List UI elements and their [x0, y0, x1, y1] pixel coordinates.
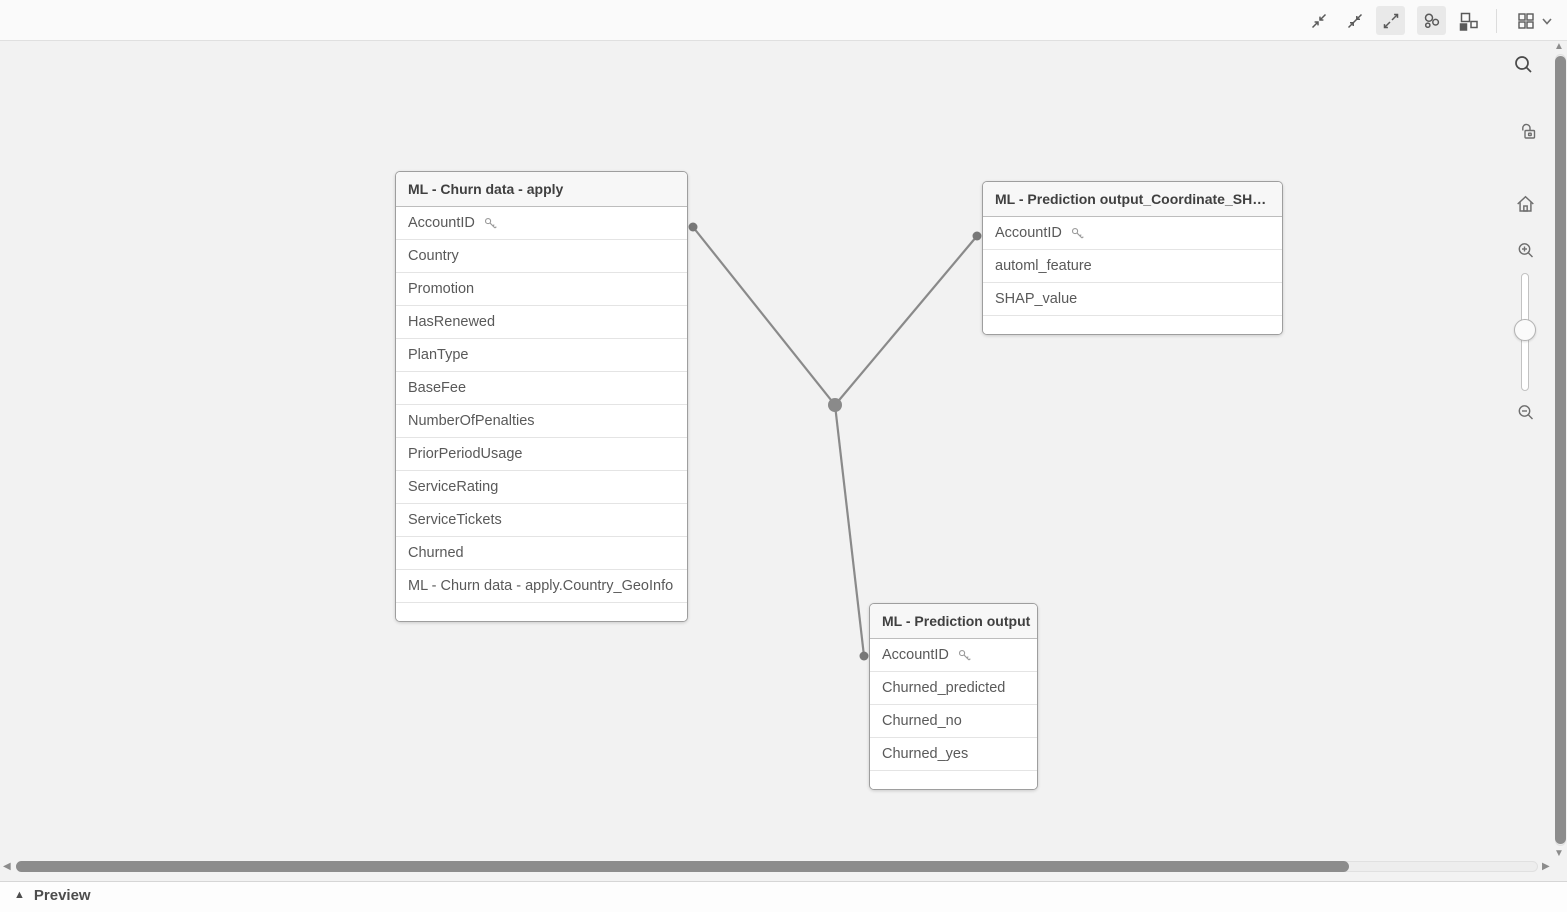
table-title[interactable]: ML - Prediction output — [870, 604, 1037, 639]
zoom-in-button[interactable] — [1513, 240, 1538, 265]
field-label: SHAP_value — [995, 291, 1078, 307]
field-label: automl_feature — [995, 258, 1092, 274]
preview-toggle-button[interactable]: ▲ Preview — [14, 887, 91, 904]
zoom-slider-handle[interactable] — [1514, 319, 1536, 341]
preview-label: Preview — [33, 887, 91, 904]
field-row[interactable]: Country — [396, 240, 687, 273]
field-label: BaseFee — [408, 380, 467, 396]
key-icon — [483, 216, 498, 231]
internal-table-view-icon — [1422, 11, 1442, 31]
field-row[interactable]: PriorPeriodUsage — [396, 438, 687, 471]
h-scrollbar-thumb[interactable] — [16, 861, 1349, 872]
field-row[interactable]: PlanType — [396, 339, 687, 372]
preview-bar: ▲ Preview — [0, 881, 1567, 912]
search-button[interactable] — [1510, 54, 1537, 81]
h-scroll-left-arrow[interactable]: ◀ — [3, 861, 11, 872]
field-row[interactable]: Churned_no — [870, 705, 1037, 738]
source-table-view-icon — [1458, 11, 1478, 31]
field-row[interactable]: BaseFee — [396, 372, 687, 405]
association-connectors — [688, 222, 982, 661]
key-icon — [1070, 226, 1085, 241]
toolbar-separator — [1496, 8, 1497, 33]
field-row[interactable]: ML - Churn data - apply.Country_GeoInfo — [396, 570, 687, 603]
field-label: Promotion — [408, 281, 475, 297]
unlock-icon — [1516, 119, 1540, 146]
field-row[interactable]: AccountID — [396, 207, 687, 240]
collapse-links-button[interactable] — [1340, 6, 1369, 35]
lock-toggle-button[interactable] — [1514, 119, 1541, 146]
connector-dot — [688, 222, 698, 232]
association-junction-dot[interactable] — [828, 398, 842, 412]
expand-all-button[interactable] — [1376, 6, 1405, 35]
field-label: ML - Churn data - apply.Country_GeoInfo — [408, 578, 674, 594]
association-line[interactable] — [834, 235, 978, 406]
triangle-up-icon: ▲ — [14, 889, 25, 901]
zoom-out-button[interactable] — [1513, 402, 1538, 427]
field-row[interactable]: AccountID — [870, 639, 1037, 672]
collapse-all-button[interactable] — [1304, 6, 1333, 35]
field-row[interactable]: Churned_predicted — [870, 672, 1037, 705]
v-scroll-down-arrow[interactable]: ▼ — [1554, 848, 1564, 859]
field-label: HasRenewed — [408, 314, 496, 330]
table-title[interactable]: ML - Churn data - apply — [396, 172, 687, 207]
collapse-links-icon — [1345, 11, 1365, 31]
v-scroll-up-arrow[interactable]: ▲ — [1554, 41, 1564, 52]
field-row[interactable]: NumberOfPenalties — [396, 405, 687, 438]
field-label: AccountID — [408, 215, 475, 231]
field-label: Churned_no — [882, 713, 962, 729]
field-label: Country — [408, 248, 459, 264]
field-row[interactable]: AccountID — [983, 217, 1282, 250]
key-icon — [957, 648, 972, 663]
home-icon — [1513, 191, 1538, 219]
table-footer — [396, 603, 687, 621]
field-row[interactable]: Churned — [396, 537, 687, 570]
source-table-view-button[interactable] — [1453, 6, 1482, 35]
search-icon — [1511, 53, 1537, 82]
connector-dot — [859, 651, 869, 661]
field-label: Churned — [408, 545, 464, 561]
connector-dot — [972, 231, 982, 241]
field-label: Churned_yes — [882, 746, 969, 762]
home-button[interactable] — [1512, 191, 1539, 218]
chevron-down-icon — [1541, 15, 1553, 27]
field-label: PriorPeriodUsage — [408, 446, 523, 462]
field-row[interactable]: Churned_yes — [870, 738, 1037, 771]
table-churn-data-apply[interactable]: ML - Churn data - apply AccountID Countr… — [395, 171, 688, 622]
zoom-out-icon — [1515, 402, 1537, 427]
field-label: Churned_predicted — [882, 680, 1006, 696]
collapse-all-icon — [1309, 11, 1329, 31]
layout-menu-button[interactable] — [1511, 6, 1557, 35]
field-row[interactable]: SHAP_value — [983, 283, 1282, 316]
field-row[interactable]: HasRenewed — [396, 306, 687, 339]
field-row[interactable]: Promotion — [396, 273, 687, 306]
h-scroll-right-arrow[interactable]: ▶ — [1542, 861, 1550, 872]
toolbar-button-group — [1304, 6, 1557, 35]
field-label: ServiceTickets — [408, 512, 502, 528]
expand-all-icon — [1381, 11, 1401, 31]
field-label: NumberOfPenalties — [408, 413, 535, 429]
table-prediction-output-coordinate[interactable]: ML - Prediction output_Coordinate_SH… Ac… — [982, 181, 1283, 335]
v-scrollbar-thumb[interactable] — [1555, 56, 1566, 844]
grid-layout-icon — [1516, 11, 1536, 31]
field-label: PlanType — [408, 347, 469, 363]
field-label: AccountID — [882, 647, 949, 663]
model-canvas[interactable]: ML - Churn data - apply AccountID Countr… — [0, 41, 1567, 881]
table-prediction-output[interactable]: ML - Prediction output AccountID Churned… — [869, 603, 1038, 790]
field-row[interactable]: ServiceTickets — [396, 504, 687, 537]
zoom-in-icon — [1515, 240, 1537, 265]
internal-table-view-button[interactable] — [1417, 6, 1446, 35]
association-line[interactable] — [833, 404, 866, 657]
top-toolbar — [0, 0, 1567, 41]
association-line[interactable] — [692, 226, 836, 406]
table-title[interactable]: ML - Prediction output_Coordinate_SH… — [983, 182, 1282, 217]
field-row[interactable]: ServiceRating — [396, 471, 687, 504]
field-label: AccountID — [995, 225, 1062, 241]
field-row[interactable]: automl_feature — [983, 250, 1282, 283]
table-footer — [870, 771, 1037, 789]
table-footer — [983, 316, 1282, 334]
field-label: ServiceRating — [408, 479, 499, 495]
